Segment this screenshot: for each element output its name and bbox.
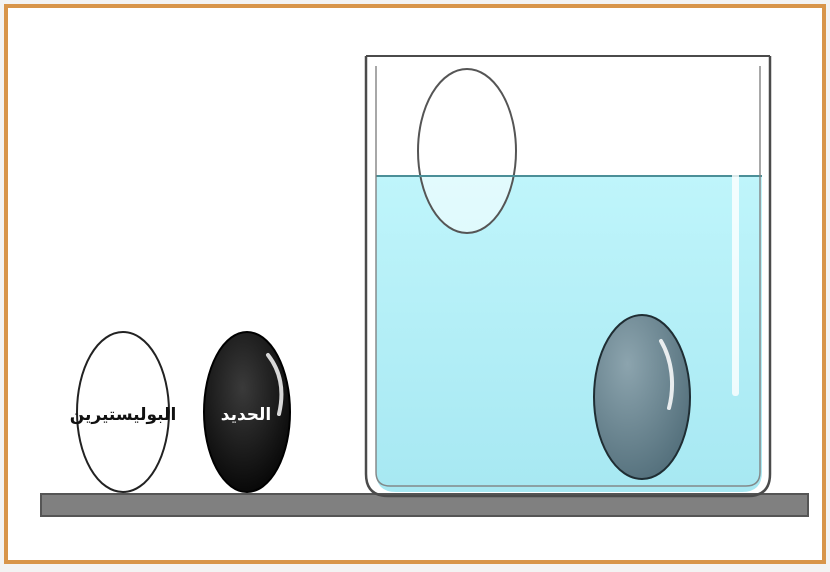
floating-ball [417,68,517,234]
submerged-ball [593,314,691,480]
container-inner-wall [375,66,761,487]
polystyrene-ball [76,331,170,493]
iron-ball-highlight [266,353,284,416]
shelf [40,493,809,517]
water [376,176,762,492]
container-highlight-top [377,58,758,61]
submerged-ball-highlight [659,339,675,410]
polystyrene-label: البوليستيرين [70,405,177,425]
container [364,56,772,498]
iron-ball [203,331,291,493]
iron-label: الحديد [221,405,272,425]
container-highlight-right [732,171,739,396]
